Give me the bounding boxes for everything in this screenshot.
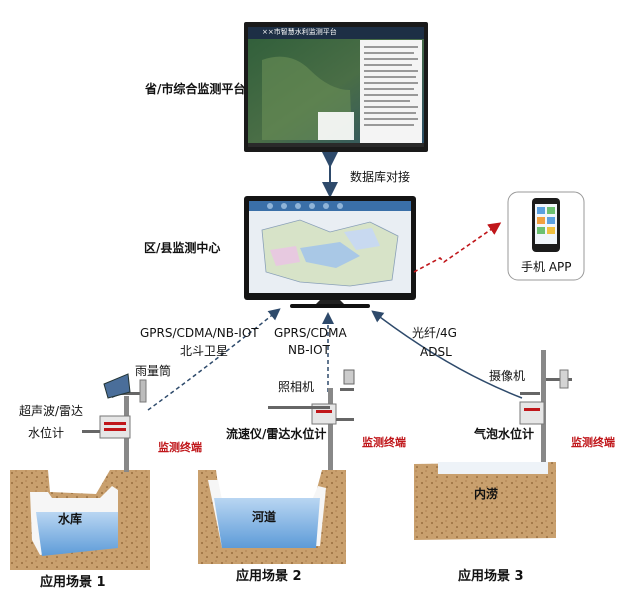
mobile-app-box (507, 191, 585, 281)
link-left-line1: GPRS/CDMA/NB-IOT (140, 326, 259, 340)
scene2-camera-label: 照相机 (278, 380, 315, 394)
platform-screen-title: ××市智慧水利监测平台 (262, 28, 337, 36)
scene3-station (519, 350, 572, 462)
scene1-water-label: 水库 (58, 512, 83, 526)
scene1-terminal-label: 监测终端 (158, 441, 202, 454)
scene3-sensor-label: 气泡水位计 (474, 427, 535, 441)
scene1-sensor-line2: 水位计 (28, 426, 65, 440)
scene2-station (268, 369, 355, 470)
scene2-terrain (198, 470, 346, 564)
scene3-terrain (414, 462, 556, 540)
scene1-sensor-line1: 超声波/雷达 (19, 404, 84, 418)
platform-monitor (244, 22, 428, 152)
platform-label: 省/市综合监测平台 (145, 82, 246, 96)
link-mid-line1: GPRS/CDMA (274, 326, 347, 340)
center-label: 区/县监测中心 (144, 241, 221, 255)
scene2-water-label: 河道 (252, 510, 277, 524)
scene1-terrain (10, 470, 150, 570)
scene2-caption: 应用场景 2 (236, 569, 302, 584)
scene2-terminal-label: 监测终端 (362, 436, 406, 449)
link-left-line2: 北斗卫星 (180, 344, 229, 358)
mobile-app-label: 手机 APP (521, 260, 572, 274)
scene1-rain-gauge-label: 雨量筒 (135, 364, 172, 378)
scene1-station (82, 373, 147, 472)
link-mid-line2: NB-IOT (288, 343, 330, 357)
scene3-camera-label: 摄像机 (489, 369, 526, 383)
scene3-caption: 应用场景 3 (458, 569, 524, 584)
db-link-label: 数据库对接 (350, 170, 411, 184)
scene2-sensor-label: 流速仪/雷达水位计 (226, 427, 327, 441)
scene3-water-label: 内涝 (474, 487, 499, 501)
center-monitor (244, 196, 416, 308)
scene3-terminal-label: 监测终端 (571, 436, 615, 449)
link-right-line2: ADSL (420, 345, 452, 359)
scene1-caption: 应用场景 1 (40, 575, 106, 590)
link-right-line1: 光纤/4G (412, 326, 457, 340)
